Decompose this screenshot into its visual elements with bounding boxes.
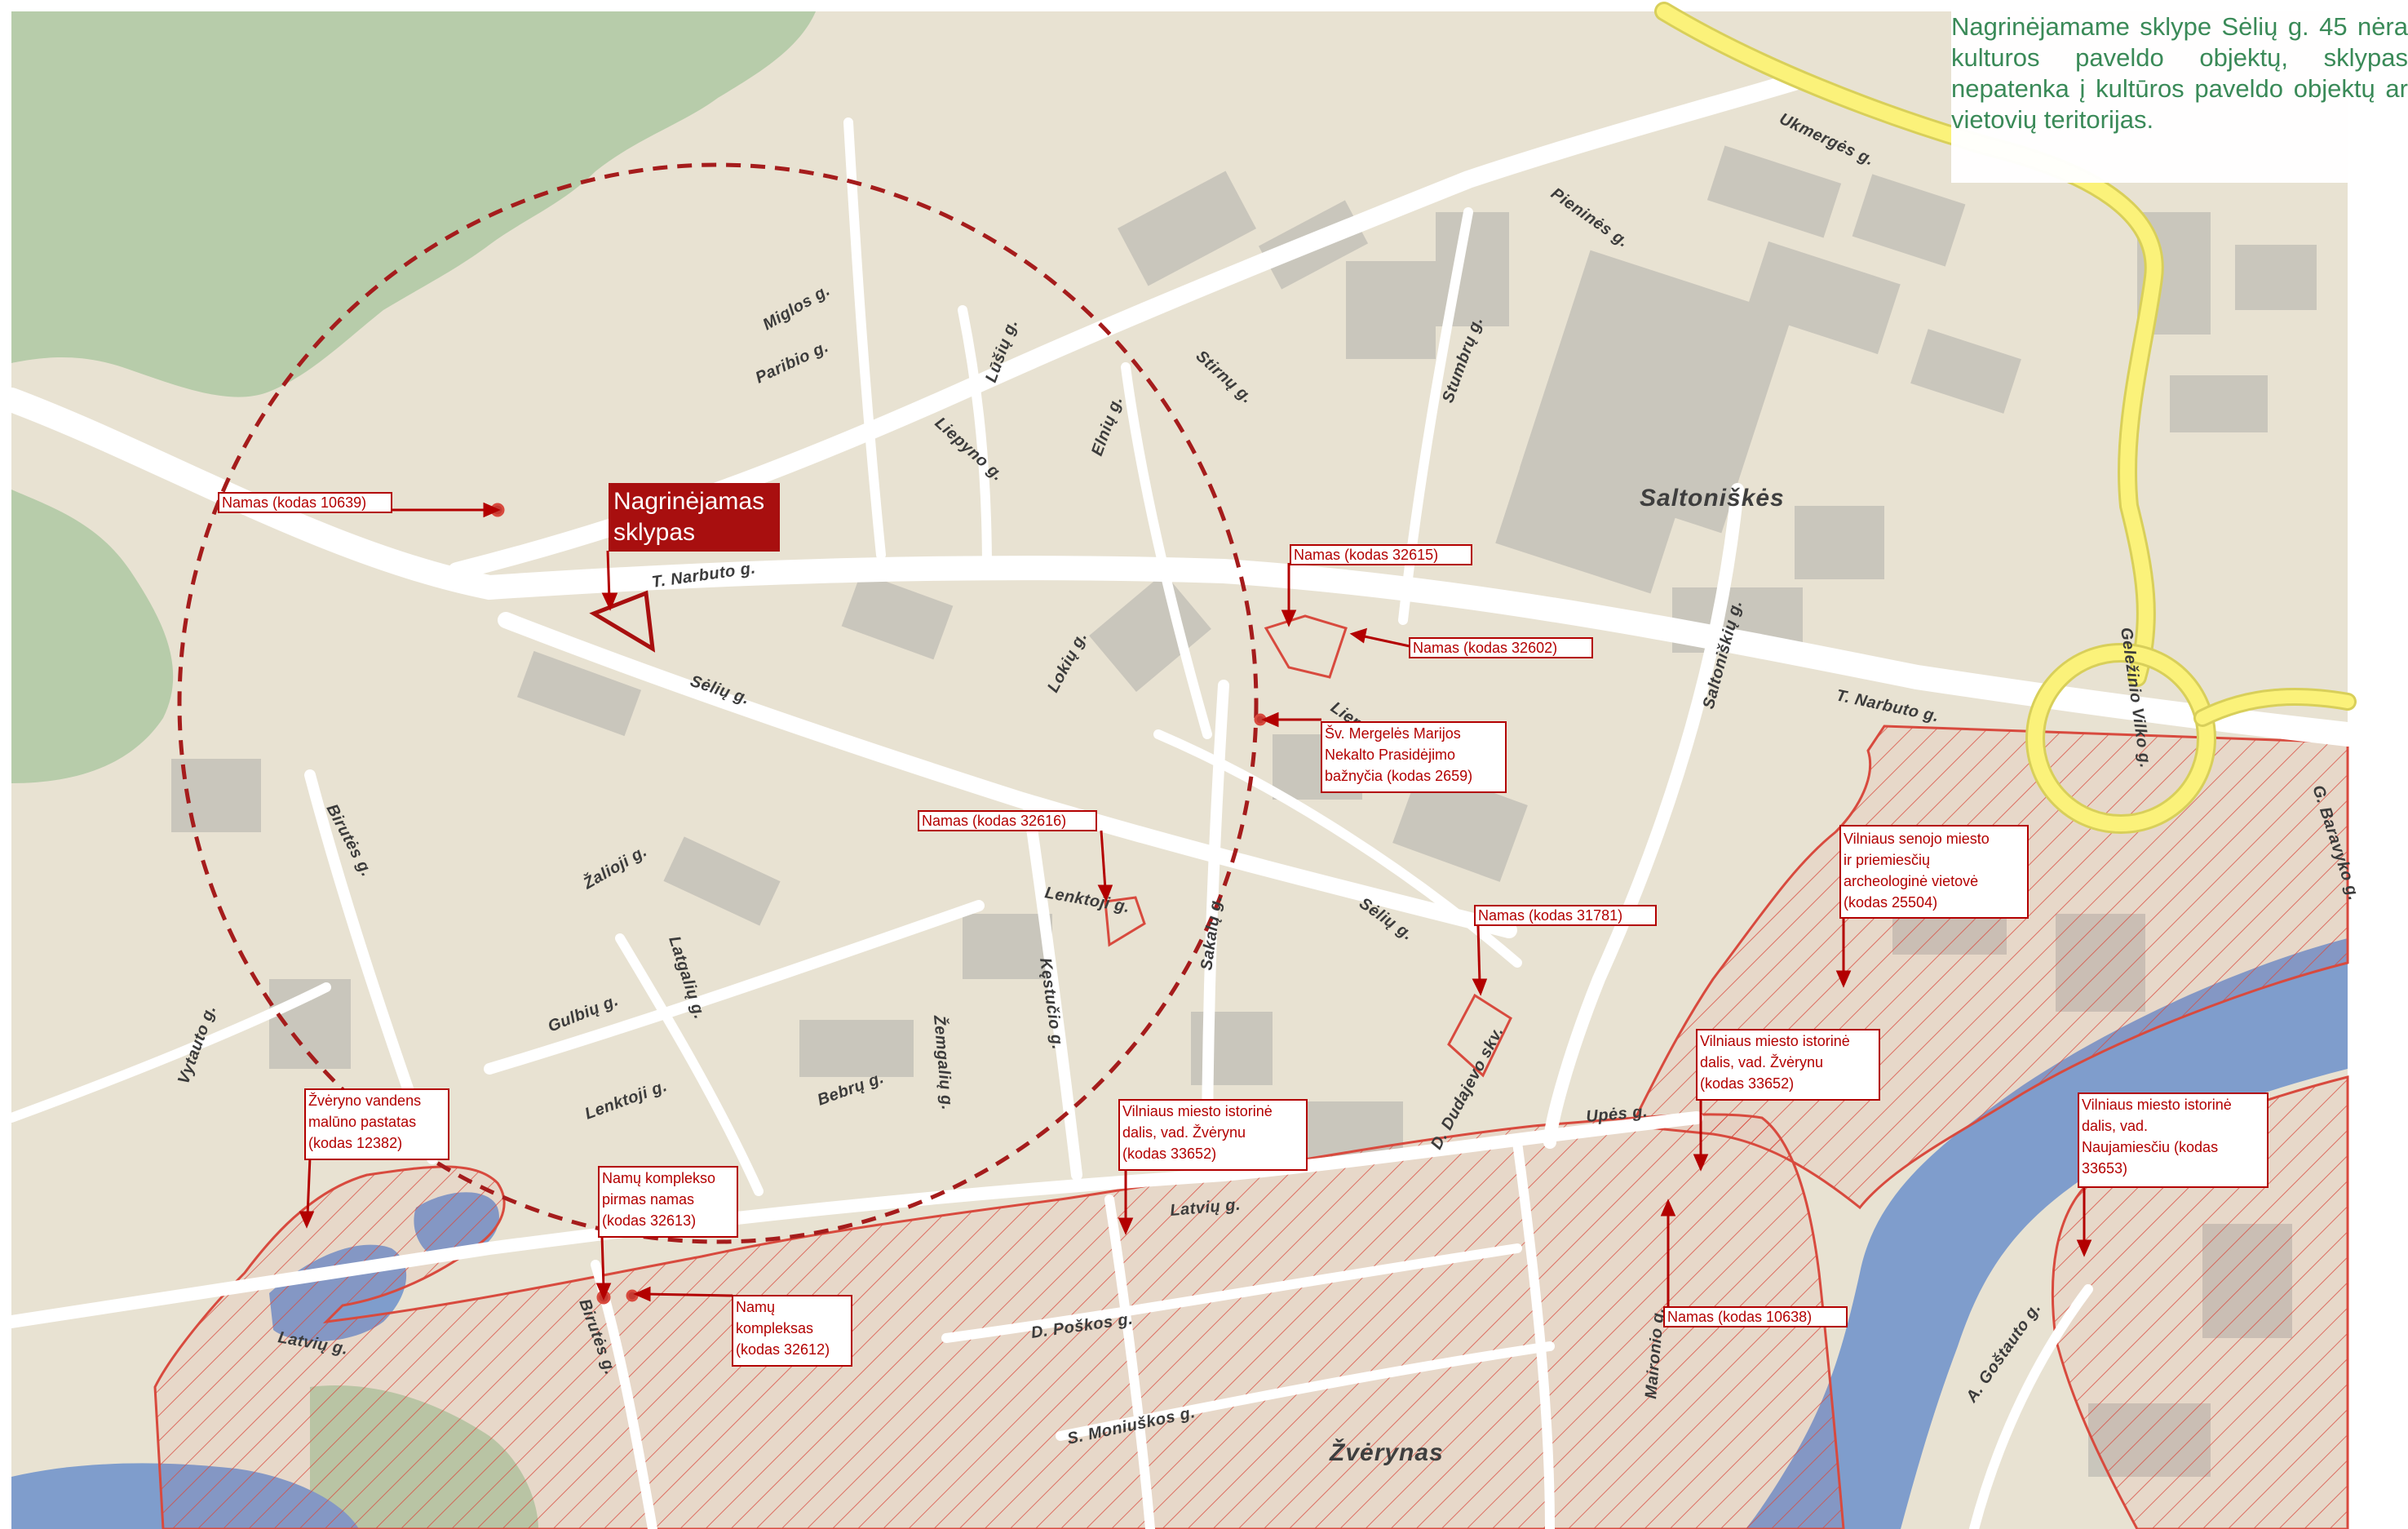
callout-line: Žvėryno vandens [308,1092,421,1109]
district-name-labels: Saltoniškės Žvėrynas [1329,485,1785,1466]
subject-site-polygon[interactable] [589,590,656,653]
callout-zverynas-33652-right: Vilniaus miesto istorinė dalis, vad. Žvėr… [1696,1029,1880,1101]
callout-line: Namų [736,1299,775,1315]
callout-line: pirmas namas [602,1191,694,1208]
info-box-text: Nagrinėjamame sklype Sėlių g. 45 nėra ku… [1951,12,2408,134]
callout-line: Namų komplekso [602,1170,715,1186]
object-32616 [1104,896,1146,947]
callout-complex-32612: Namų kompleksas (kodas 32612) [732,1295,852,1367]
callout-line: Vilniaus miesto istorinė [2082,1097,2232,1113]
info-box: Nagrinėjamame sklype Sėlių g. 45 nėra ku… [1951,11,2408,183]
callout-line: dalis, vad. Žvėrynu [1700,1054,1823,1070]
heritage-callouts: Namas (kodas 10639) Namas (kodas 32615) … [218,492,2269,1367]
callout-namas-31781: Namas (kodas 31781) [1474,905,1657,926]
svg-text:Namas (kodas 10639): Namas (kodas 10639) [222,494,366,511]
callout-line: ir priemiesčių [1844,852,1930,868]
callout-line: (kodas 32612) [736,1341,830,1358]
callout-line: archeologinė vietovė [1844,873,1978,889]
callout-line: (kodas 33652) [1700,1075,1794,1092]
callout-naujamiestis-33653: Vilniaus miesto istorinė dalis, vad. Nauja… [2078,1092,2269,1188]
callout-line: Naujamiesčiu (kodas [2082,1139,2218,1155]
callout-namas-10638: Namas (kodas 10638) [1663,1306,1848,1327]
callout-archeology-25504: Vilniaus senojo miesto ir priemiesčių arch… [1839,825,2029,919]
major-roads [1654,2,2357,834]
district-label-zverynas: Žvėrynas [1329,1438,1444,1466]
district-label-saltoniskes: Saltoniškės [1640,485,1785,512]
callout-line: (kodas 25504) [1844,894,1937,911]
svg-text:Namas (kodas 10638): Namas (kodas 10638) [1667,1309,1812,1325]
callout-line: (kodas 12382) [308,1135,402,1151]
subject-site-callout[interactable]: Nagrinėjamas sklypas [609,483,780,552]
callout-line: Vilniaus senojo miesto [1844,831,1990,847]
object-32612 [626,1289,639,1302]
callout-complex-first-32613: Namų komplekso pirmas namas (kodas 32613) [598,1166,738,1238]
radius-circle [177,162,1259,1244]
callout-line: (kodas 33652) [1122,1146,1216,1162]
callout-namas-32616: Namas (kodas 32616) [918,810,1097,831]
callout-namas-10639: Namas (kodas 10639) [218,492,392,513]
callout-line: dalis, vad. Žvėrynu [1122,1124,1246,1141]
svg-text:Namas (kodas 31781): Namas (kodas 31781) [1478,907,1622,924]
svg-text:Namas (kodas 32616): Namas (kodas 32616) [922,813,1066,829]
callout-namas-32615: Namas (kodas 32615) [1290,544,1472,565]
subject-site-label-line1: Nagrinėjamas [613,488,764,515]
callout-leader-lines [299,502,2092,1318]
callout-line: (kodas 32613) [602,1212,696,1229]
object-31781 [1447,993,1512,1078]
callout-line: 33653) [2082,1160,2127,1177]
callout-line: kompleksas [736,1320,813,1336]
svg-text:Namas (kodas 32615): Namas (kodas 32615) [1294,547,1438,563]
callout-line: malūno pastatas [308,1114,416,1130]
callout-line: Šv. Mergelės Marijos [1325,725,1461,742]
callout-mill-12382: Žvėryno vandens malūno pastatas (kodas 123… [304,1088,449,1160]
subject-site-label-line2: sklypas [613,519,695,546]
callout-namas-32602: Namas (kodas 32602) [1409,637,1593,658]
svg-text:Namas (kodas 32602): Namas (kodas 32602) [1413,640,1557,656]
callout-line: Nekalto Prasidėjimo [1325,747,1455,763]
callout-line: Vilniaus miesto istorinė [1700,1033,1850,1049]
callout-line: bažnyčia (kodas 2659) [1325,768,1472,784]
heritage-zones [153,725,2349,1529]
callout-zverynas-33652-left: Vilniaus miesto istorinė dalis, vad. Žvėr… [1118,1099,1308,1171]
callout-line: Vilniaus miesto istorinė [1122,1103,1273,1119]
callout-line: dalis, vad. [2082,1118,2148,1134]
object-32615 [1264,614,1348,679]
